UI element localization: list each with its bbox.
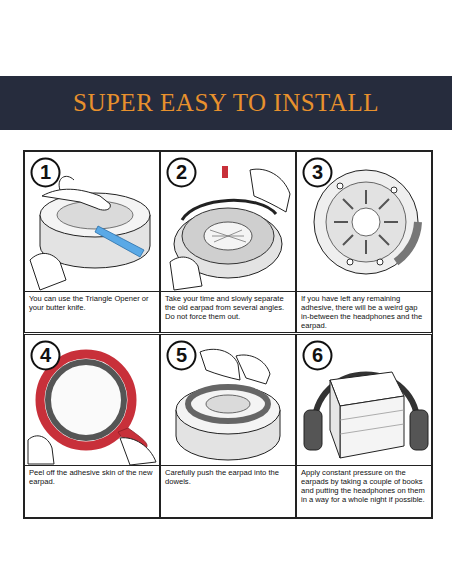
step-number: 4 xyxy=(30,340,61,371)
step-caption: Peel off the adhesive skin of the new ea… xyxy=(25,465,159,517)
grid-frame xyxy=(24,151,433,519)
step-number: 6 xyxy=(302,340,333,371)
step-panel: 1You can use the Triangle Opener or your… xyxy=(24,151,160,333)
earcup-drawing xyxy=(188,387,268,421)
books-drawing xyxy=(340,396,404,458)
earcup-drawing xyxy=(40,176,150,268)
books-drawing xyxy=(340,410,404,434)
step-number: 5 xyxy=(166,340,197,371)
step-caption: Apply constant pressure on the earpads b… xyxy=(297,465,431,517)
hand-drawing xyxy=(30,253,66,290)
earcup-drawing xyxy=(210,230,246,242)
driver-drawing xyxy=(314,170,418,274)
opener-tool xyxy=(95,226,144,257)
earpad-arc xyxy=(396,222,418,262)
callout-number: 6 xyxy=(302,340,333,371)
driver-drawing xyxy=(391,187,397,193)
callout-number: 5 xyxy=(166,340,197,371)
hand-drawing xyxy=(250,169,290,212)
step-panel: 6Apply constant pressure on the earpads … xyxy=(296,334,432,518)
grid-frame xyxy=(24,151,433,519)
hand-drawing xyxy=(28,436,156,465)
hand-drawing xyxy=(200,349,240,380)
callout-number: 2 xyxy=(166,157,197,188)
earpad-drawing xyxy=(48,362,124,438)
title-text: SUPER EASY TO INSTALL xyxy=(0,76,452,130)
earcup-drawing xyxy=(176,386,280,434)
title-band xyxy=(0,76,452,130)
step-number: 3 xyxy=(302,157,333,188)
hand-drawing xyxy=(120,438,156,465)
driver-drawing xyxy=(352,208,380,236)
callout-number: 1 xyxy=(30,157,61,188)
step-panel: 5Carefully push the earpad into the dowe… xyxy=(160,334,296,518)
books-drawing xyxy=(330,372,404,458)
hand-drawing xyxy=(170,257,202,290)
driver-drawing xyxy=(334,190,398,254)
step-panel: 2Take your time and slowly separate the … xyxy=(160,151,296,333)
earcup-drawing xyxy=(206,395,250,413)
callout-number: 4 xyxy=(30,340,61,371)
earcup-drawing xyxy=(182,200,276,220)
callout-number: 3 xyxy=(302,157,333,188)
earcup-drawing xyxy=(42,189,110,210)
title-band xyxy=(0,76,452,130)
earcup-drawing xyxy=(176,386,280,460)
earcup-drawing xyxy=(59,176,74,190)
step-caption: You can use the Triangle Opener or your … xyxy=(25,291,159,332)
hand-drawing xyxy=(30,253,66,290)
earcup-drawing xyxy=(182,208,274,264)
hand-drawing xyxy=(200,349,270,384)
earcup-drawing xyxy=(204,222,252,250)
step-panel: 4Peel off the adhesive skin of the new e… xyxy=(24,334,160,518)
hand-drawing xyxy=(28,436,54,464)
driver-drawing xyxy=(334,190,398,254)
driver-drawing xyxy=(347,259,353,265)
marker-tab xyxy=(222,166,228,178)
step-caption: Take your time and slowly separate the o… xyxy=(161,291,295,332)
hand-drawing xyxy=(236,355,270,384)
headphones-drawing xyxy=(304,410,322,450)
step-number: 2 xyxy=(166,157,197,188)
driver-drawing xyxy=(314,170,418,274)
step-caption: Carefully push the earpad into the dowel… xyxy=(161,465,295,517)
earpad-drawing xyxy=(40,354,147,449)
driver-drawing xyxy=(326,182,406,262)
books-drawing xyxy=(330,380,340,458)
step-caption: If you have left any remaining adhesive,… xyxy=(297,291,431,332)
earpad-arc xyxy=(396,222,418,262)
hand-drawing xyxy=(170,169,290,290)
marker-tab xyxy=(222,166,228,178)
step-panel: 3 If you have left any remaining adhesive… xyxy=(296,151,432,333)
opener-tool xyxy=(95,226,144,257)
driver-drawing xyxy=(337,183,343,189)
step-number: 1 xyxy=(30,157,61,188)
headphones-drawing xyxy=(410,410,428,450)
driver-drawing xyxy=(377,259,383,265)
